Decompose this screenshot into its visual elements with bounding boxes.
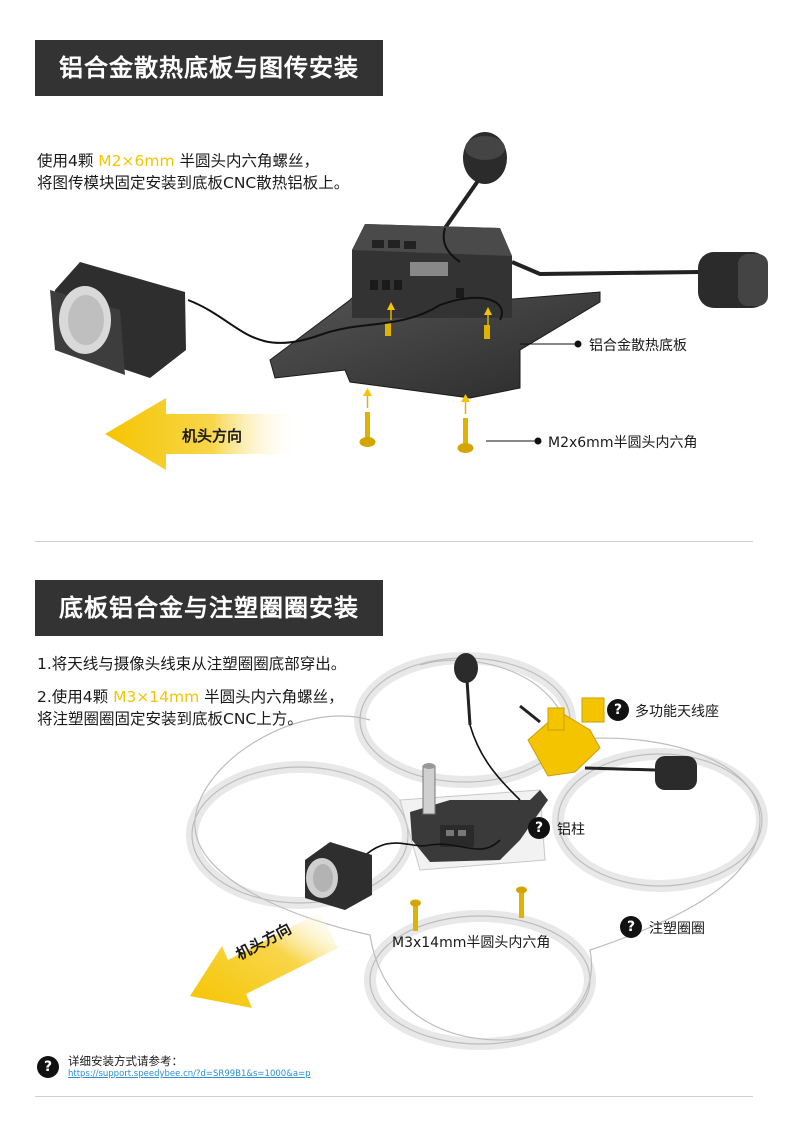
callout-m3-screw: M3x14mm半圆头内六角	[392, 935, 551, 951]
antenna-mount	[527, 697, 605, 777]
section2-title: 底板铝合金与注塑圈圈安装	[35, 580, 383, 636]
alu-pillar	[422, 763, 436, 815]
section1-line2: 将图传模块固定安装到底板CNC散热铝板上。	[37, 174, 350, 192]
direction-label-1: 机头方向	[182, 427, 243, 445]
section2-line2: 2.使用4颗 M3×14mm 半圆头内六角螺丝，	[37, 686, 344, 708]
help-icon-pillar: ?	[528, 817, 550, 839]
section1-line1-pre: 使用4颗	[37, 152, 99, 170]
callout-injection-frame: 注塑圈圈	[649, 921, 705, 937]
help-icon-footer: ?	[37, 1056, 59, 1078]
section1-screw-spec: M2×6mm	[98, 152, 175, 170]
screw-m3-left	[410, 899, 421, 931]
section2-line2-post: 半圆头内六角螺丝，	[199, 688, 344, 706]
antenna-right	[511, 252, 768, 308]
section1-line1-post: 半圆头内六角螺丝，	[174, 152, 320, 170]
section2-line3: 将注塑圈圈固定安装到底板CNC上方。	[37, 710, 303, 728]
camera-2	[305, 842, 372, 910]
section2-screw-spec: M3×14mm	[113, 688, 200, 706]
callout-cnc-plate: 铝合金散热底板	[589, 338, 687, 354]
antenna-right-2	[584, 756, 697, 790]
help-icon-antenna: ?	[607, 699, 629, 721]
camera	[50, 262, 186, 378]
vtx-module	[352, 224, 512, 318]
help-icon-frame: ?	[620, 916, 642, 938]
footer-divider	[35, 1096, 753, 1097]
callout-antenna-mount: 多功能天线座	[635, 704, 719, 720]
antenna-top	[443, 132, 507, 230]
section2-line2-pre: 2.使用4颗	[37, 688, 114, 706]
footer-link[interactable]: https://support.speedybee.cn/?d=SR99B1&s…	[68, 1069, 311, 1079]
antenna-top-2	[454, 653, 478, 726]
section-divider	[35, 541, 753, 542]
callout-alu-pillar: 铝柱	[557, 822, 585, 838]
section2-line1: 1.将天线与摄像头线束从注塑圈圈底部穿出。	[37, 655, 347, 673]
vtx-mount-illustration	[50, 132, 768, 470]
callout-m2-screw: M2x6mm半圆头内六角	[548, 435, 698, 451]
screw-right	[457, 394, 474, 453]
direction-arrow-1	[105, 398, 300, 470]
section1-line1: 使用4颗 M2×6mm 半圆头内六角螺丝，	[37, 150, 319, 172]
section1-title: 铝合金散热底板与图传安装	[35, 40, 383, 96]
direction-arrow-2	[190, 912, 338, 1008]
screw-left	[359, 388, 376, 447]
footer-text: 详细安装方式请参考：	[68, 1054, 183, 1068]
screw-m3-right	[516, 886, 527, 918]
